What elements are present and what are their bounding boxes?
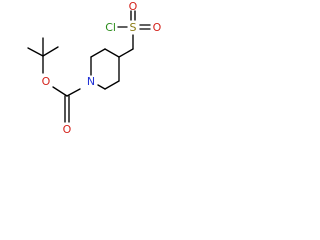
carbamate-group: [52, 86, 81, 123]
structure-diagram: Cl S O O N O O: [0, 0, 214, 167]
chlorine-label: Cl: [105, 21, 116, 34]
molecule-drawing: Cl S O O N O O: [27, 0, 162, 136]
bond-carbonyl-nitrogen: [66, 88, 81, 97]
bond-ring-c6-n: [97, 84, 106, 90]
ring-nitrogen-label: N: [87, 75, 95, 88]
sulfur-label: S: [130, 21, 137, 34]
bond-ring-to-methylene: [118, 48, 134, 58]
bond-tbu-methyl-left: [27, 47, 44, 57]
bond-tbu-methyl-right: [42, 46, 59, 57]
tert-butyl-group: [27, 37, 59, 74]
sulfonyl-oxygen-bottom-label: O: [153, 21, 162, 34]
bond-ester-oxygen-carbonyl: [52, 86, 68, 97]
sulfonyl-chloride-group: [117, 10, 151, 58]
carbonyl-oxygen-label: O: [63, 123, 72, 136]
bond-ring-c3-c4: [104, 48, 120, 58]
ester-oxygen-label: O: [42, 75, 51, 88]
piperidine-ring: [90, 48, 120, 90]
sulfonyl-oxygen-top-label: O: [129, 0, 138, 13]
bond-ring-c2-c3: [90, 48, 106, 58]
bond-ring-c5-c6: [104, 80, 120, 90]
